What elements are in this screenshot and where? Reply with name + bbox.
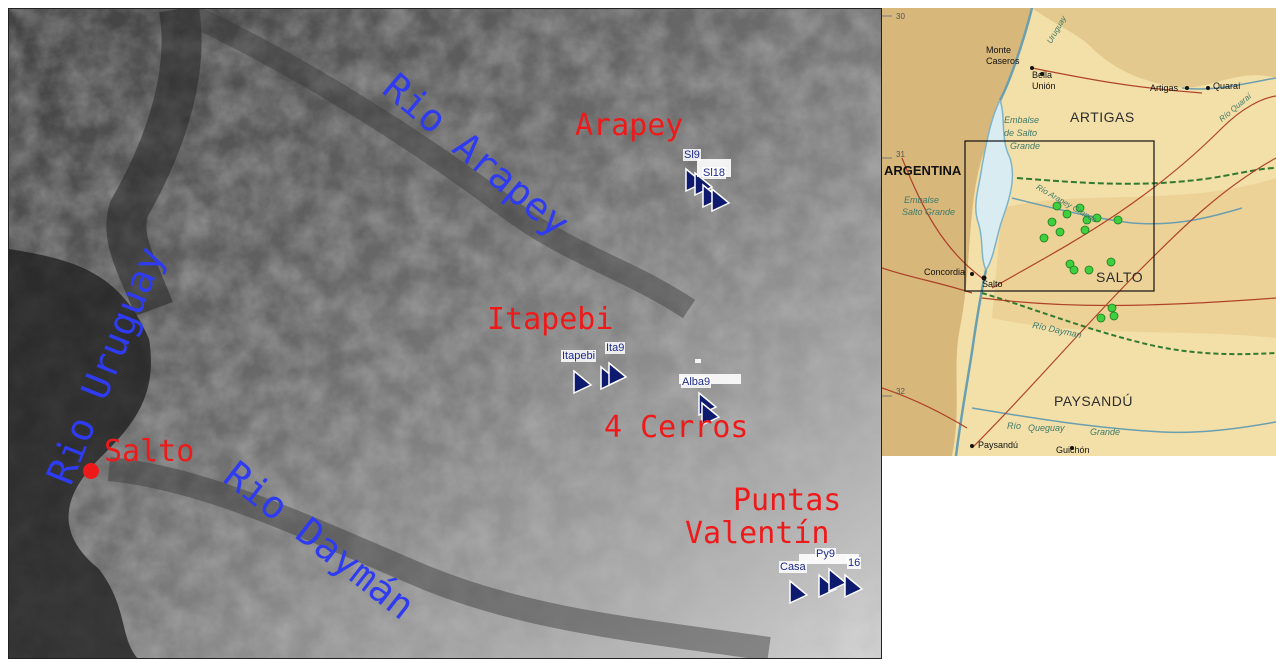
water-label: de Salto [1004,128,1038,138]
station-flag [818,573,838,599]
town-label-salto: Salto [104,434,195,469]
department-label-salto: SALTO [1096,269,1144,285]
site-marker [1080,225,1090,235]
city-label: Caseros [986,56,1020,66]
department-label-paysandu: PAYSANDÚ [1054,393,1133,409]
site-marker [1096,313,1106,323]
site-marker [1107,303,1117,313]
station-flag [701,401,721,427]
town-label-puntas: Puntas [733,483,842,518]
site-marker [1065,259,1075,269]
site-marker [1092,213,1102,223]
water-label: Grande [1010,141,1041,151]
site-marker [1075,203,1085,213]
city-label: Unión [1032,81,1056,91]
latitude-label: 31 [896,150,905,159]
latitude-label: 30 [896,12,905,21]
relief-terrain [9,9,881,658]
inset-map: 30 31 32 ARGENTINA ARTIGAS SALTO PAYSAND… [882,8,1276,456]
station-code-label: Sl9 [683,149,701,161]
town-label-4-cerros: 4 Cerros [604,410,749,445]
city-label: Bella [1032,70,1053,80]
city-label: Quaraí [1213,81,1241,91]
country-label-argentina: ARGENTINA [884,163,962,178]
water-label: Embalse [1004,115,1040,125]
water-label: Embalse [904,195,940,205]
site-marker [1039,233,1049,243]
city-label: Monte [986,45,1012,55]
station-flag [573,369,593,395]
station-code-label: Itapebi [561,350,597,362]
town-label-valentin: Valentín [685,516,830,551]
station-code-label: Ita9 [605,342,626,354]
water-label: Grande [1090,427,1121,437]
site-marker [1062,209,1072,219]
town-label-itapebi: Itapebi [487,302,614,337]
station-flag [789,579,809,605]
city-label: Concordia [924,267,966,277]
site-marker [1047,217,1057,227]
site-marker [1082,215,1092,225]
latitude-label: 32 [896,387,905,396]
relief-map: Rio Uruguay Rio Arapey Rio Daymán Salto … [8,8,882,659]
town-label-arapey: Arapey [575,108,684,143]
station-flag [608,361,628,387]
station-code-label: Sl18 [702,167,727,179]
water-label: Salto Grande [902,207,956,217]
department-label-artigas: ARTIGAS [1070,109,1135,125]
station-code-label: Alba9 [681,376,712,388]
inset-geography [882,8,1276,456]
site-marker [1069,265,1079,275]
station-flag [711,187,731,213]
station-code-label: 16 [847,557,862,569]
city-label: Salto [982,279,1003,289]
site-marker [1084,265,1094,275]
site-marker [1113,215,1123,225]
station-code-label: Py9 [815,548,836,560]
city-label: Artigas [1150,83,1179,93]
site-marker [1106,257,1116,267]
city-label: Guichón [1056,445,1090,455]
site-marker [1055,227,1065,237]
water-label: Queguay [1028,423,1065,433]
city-label: Paysandú [978,440,1019,450]
water-label: Río [1007,421,1022,431]
salto-marker [83,463,99,479]
site-marker [1052,201,1062,211]
study-area-box [964,140,1155,292]
station-code-label: Casa [779,561,807,573]
station-flag [844,573,864,599]
site-marker [1109,311,1119,321]
station-flag [828,567,848,593]
